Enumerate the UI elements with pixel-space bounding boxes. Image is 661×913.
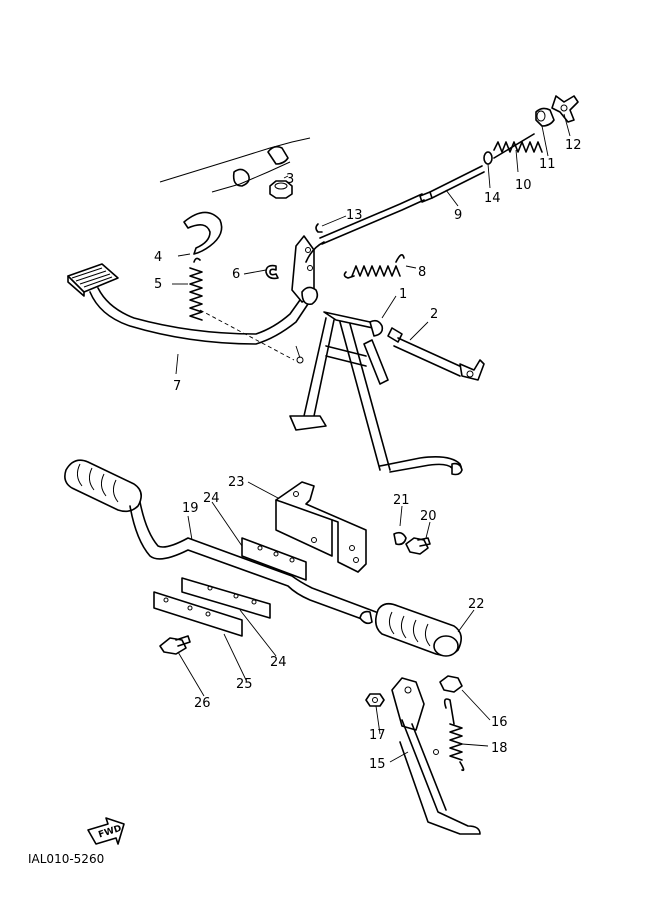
fwd-arrow-icon [87, 817, 125, 845]
callout-26: 26 [194, 696, 211, 711]
part-8-return-spring [343, 254, 405, 279]
callout-10: 10 [515, 178, 532, 193]
part-5-spring [189, 257, 203, 321]
callout-11: 11 [539, 157, 556, 172]
part-3-nut [269, 180, 293, 199]
callout-16: 16 [491, 715, 508, 730]
callout-24-upper: 24 [203, 491, 220, 506]
callout-1: 1 [399, 287, 407, 302]
leader-lines [172, 113, 571, 763]
callout-2: 2 [430, 307, 438, 322]
part-24-plate-upper [241, 537, 307, 581]
part-16-bolt [439, 675, 463, 693]
part-10-spring [493, 133, 543, 159]
part-1-main-stand [289, 311, 463, 476]
part-12-wing-nut [551, 95, 579, 123]
part-25-rubber-plate [153, 591, 243, 637]
callout-8: 8 [418, 265, 426, 280]
callout-9: 9 [454, 208, 462, 223]
part-7-brake-pedal [67, 235, 319, 364]
callout-6: 6 [232, 267, 240, 282]
part-15-side-stand [391, 677, 481, 835]
callout-18: 18 [491, 741, 508, 756]
callout-24-lower: 24 [270, 655, 287, 670]
frame-outline [159, 137, 311, 193]
part-11-adjuster-nut [535, 107, 555, 127]
part-4-clip [183, 211, 223, 255]
drawing-code: IAL010-5260 [28, 852, 104, 866]
part-26-bolt [159, 635, 191, 655]
callout-7: 7 [173, 379, 181, 394]
callout-20: 20 [420, 509, 437, 524]
callout-5: 5 [154, 277, 162, 292]
part-14-washer [483, 151, 493, 165]
callout-4: 4 [154, 250, 162, 265]
callout-17: 17 [369, 728, 386, 743]
part-19-footrest-bar [64, 459, 377, 625]
callout-22: 22 [468, 597, 485, 612]
part-21-washer [393, 531, 407, 546]
callout-12: 12 [565, 138, 582, 153]
part-17-nut [365, 693, 385, 707]
callout-13: 13 [346, 208, 363, 223]
callout-15: 15 [369, 757, 386, 772]
callout-3: 3 [286, 172, 294, 187]
part-20-bolt [405, 537, 431, 555]
callout-21: 21 [393, 493, 410, 508]
callout-25: 25 [236, 677, 253, 692]
part-24-plate-lower [181, 577, 271, 619]
part-18-spring [443, 698, 465, 772]
callout-23: 23 [228, 475, 245, 490]
callout-14: 14 [484, 191, 501, 206]
part-2-pivot-shaft [387, 327, 485, 381]
part-13-pin [315, 223, 323, 233]
callout-19: 19 [182, 501, 199, 516]
part-23-bracket [275, 481, 367, 573]
part-22-footrest-grip [374, 602, 462, 657]
part-9-brake-rod [305, 165, 485, 263]
part-6-clip [265, 264, 279, 280]
callout-labels: 1 2 3 4 5 6 7 8 9 10 11 12 13 14 15 16 1… [154, 138, 582, 772]
